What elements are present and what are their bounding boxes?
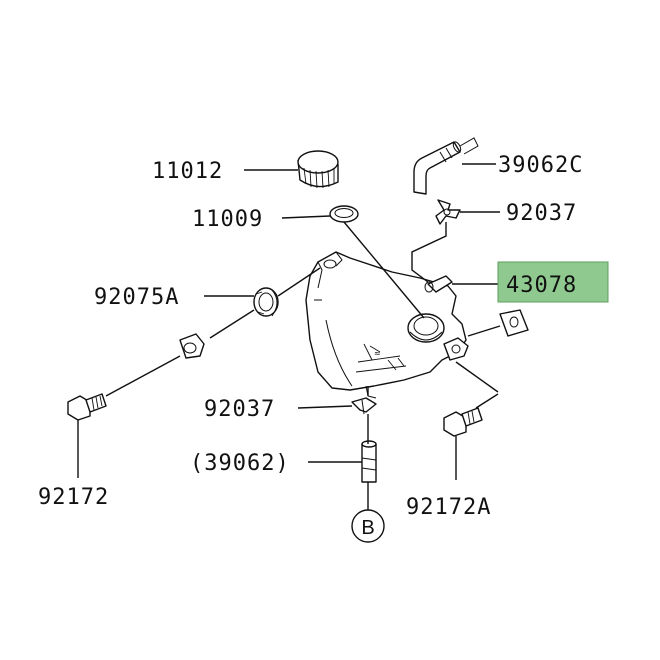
label-clamp-bottom: 92037 [204, 397, 275, 422]
label-bolt-left: 92172 [38, 485, 109, 510]
cap-part[interactable] [297, 150, 339, 189]
clamp-bottom-part[interactable] [351, 397, 377, 415]
svg-text:≈: ≈ [374, 349, 381, 358]
label-cap: 11012 [152, 159, 223, 184]
reservoir-tank[interactable]: ≈ [305, 251, 469, 399]
clamp-top-part[interactable] [435, 199, 461, 225]
bolt-left-part[interactable] [67, 393, 107, 421]
collar-left-part[interactable] [179, 333, 205, 359]
label-hose-ref: (39062) [190, 451, 290, 476]
label-cap-seal: 11009 [192, 207, 263, 232]
hose-part[interactable] [413, 137, 479, 195]
grommet-part[interactable] [253, 287, 279, 317]
connector-b[interactable]: B [351, 509, 385, 543]
highlight-box [497, 261, 609, 303]
nut-plate-part[interactable] [499, 309, 529, 337]
label-clamp-top: 92037 [506, 201, 577, 226]
leader-lines [77, 163, 501, 512]
label-bolt-right: 92172A [406, 495, 491, 520]
hose-ref-part[interactable] [361, 440, 377, 483]
cap-seal-part[interactable] [329, 205, 359, 223]
label-tank: 43078 [506, 273, 577, 298]
connector-b-label: B [361, 517, 374, 539]
bolt-right-part[interactable] [443, 407, 483, 437]
label-hose: 39062C [498, 153, 583, 178]
label-grommet: 92075A [94, 285, 179, 310]
